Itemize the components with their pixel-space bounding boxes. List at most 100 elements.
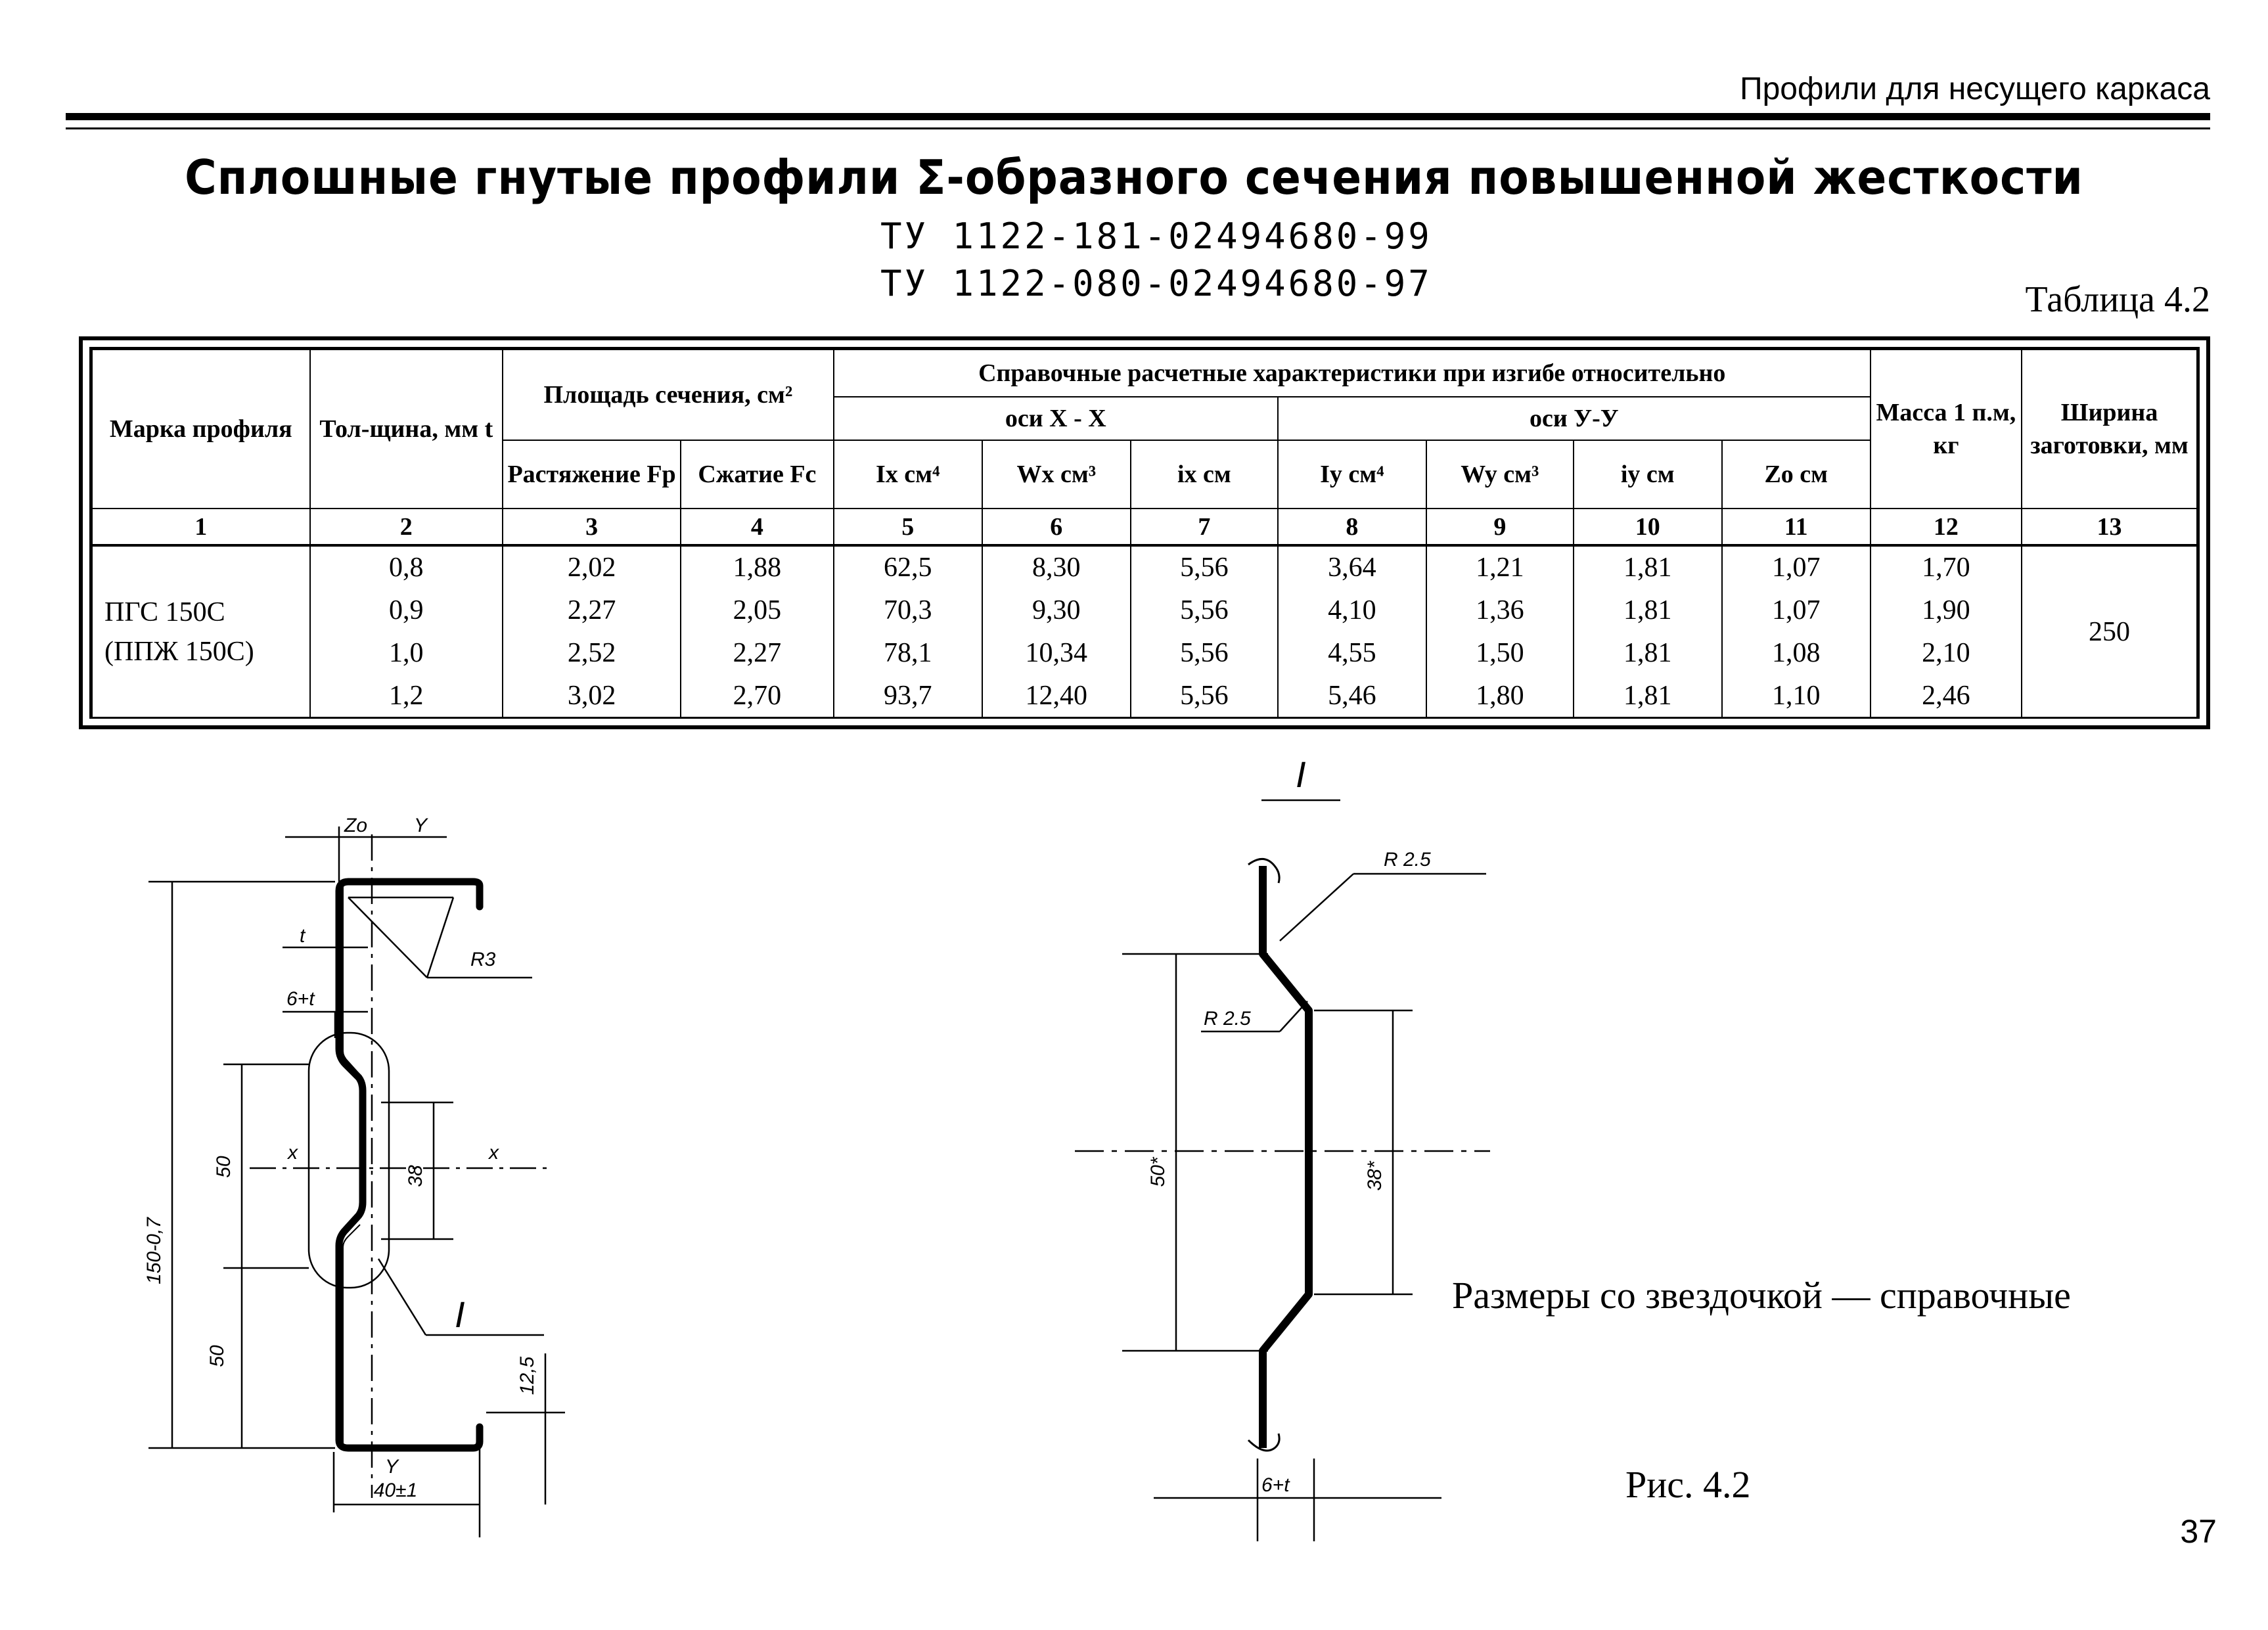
table-cell: 5,56 — [1129, 631, 1279, 675]
table-cell: 5,46 — [1277, 674, 1427, 717]
spec-tu-2: ТУ 1122-080-02494680-97 — [880, 263, 1432, 304]
label-40: 40±1 — [374, 1480, 418, 1501]
label-r25-a: R 2.5 — [1384, 849, 1431, 871]
header-axis-y: оси У-У — [1277, 396, 1871, 441]
header-ix: Ix см⁴ — [832, 440, 983, 509]
table-cell: 1,81 — [1572, 589, 1723, 632]
col-number: 1 — [91, 508, 311, 547]
table-cell: 3,02 — [502, 674, 682, 717]
table-cell: 1,2 — [309, 674, 504, 717]
label-12-5: 12,5 — [516, 1356, 538, 1395]
label-x-left: x — [286, 1142, 298, 1164]
table-cell: 1,50 — [1425, 631, 1574, 675]
label-150: 150-0,7 — [143, 1217, 165, 1284]
asterisk-note: Размеры со звездочкой — справочные — [1452, 1274, 2071, 1317]
label-x-right: x — [488, 1142, 499, 1164]
profile-mark: ПГС 150С (ППЖ 150С) — [91, 545, 311, 717]
col-number: 11 — [1721, 508, 1871, 547]
col-number: 5 — [832, 508, 983, 547]
table-cell: 1,70 — [1869, 545, 2023, 589]
table-cell: 2,46 — [1869, 674, 2023, 717]
label-detail-title: I — [1296, 754, 1306, 795]
table-cell: 4,55 — [1277, 631, 1427, 675]
label-y-top: Y — [414, 815, 428, 836]
col-number: 7 — [1129, 508, 1279, 547]
table-cell: 70,3 — [832, 589, 983, 632]
label-zo: Zo — [344, 815, 367, 836]
label-50b: 50 — [206, 1345, 228, 1367]
header-reference: Справочные расчетные характеристики при … — [832, 349, 1871, 397]
figure-caption: Рис. 4.2 — [1625, 1463, 1751, 1506]
header-width: Ширина заготовки, мм — [2021, 349, 2198, 509]
table-cell: 2,70 — [680, 674, 834, 717]
col-number: 2 — [309, 508, 504, 547]
header-wx: Wx см³ — [981, 440, 1131, 509]
table-cell: 0,9 — [309, 589, 504, 632]
table-cell: 5,56 — [1129, 545, 1279, 589]
label-38: 38 — [405, 1165, 426, 1187]
page-number: 37 — [2180, 1513, 2217, 1550]
table-cell: 2,10 — [1869, 631, 2023, 675]
header-thickness: Тол-щина, мм t — [309, 349, 504, 509]
header-axis-x: оси X - X — [832, 396, 1279, 441]
table-cell: 1,08 — [1721, 631, 1871, 675]
table-cell: 93,7 — [832, 674, 983, 717]
table-cell: 4,10 — [1277, 589, 1427, 632]
table-cell: 1,07 — [1721, 589, 1871, 632]
table-cell: 1,88 — [680, 545, 834, 589]
table-cell: 1,10 — [1721, 674, 1871, 717]
header-mass: Масса 1 п.м, кг — [1869, 349, 2023, 509]
header-tension: Растяжение Fp — [502, 440, 682, 509]
header-rule-thin — [66, 127, 2210, 129]
label-50a: 50 — [213, 1156, 235, 1178]
col-number: 6 — [981, 508, 1131, 547]
table-cell: 5,56 — [1129, 589, 1279, 632]
table-cell: 1,21 — [1425, 545, 1574, 589]
table-cell: 2,05 — [680, 589, 834, 632]
label-50-star: 50* — [1147, 1156, 1169, 1187]
blank-width: 250 — [2021, 545, 2198, 717]
table-cell: 1,81 — [1572, 674, 1723, 717]
col-number: 9 — [1425, 508, 1574, 547]
section-header: Профили для несущего каркаса — [1740, 72, 2210, 106]
table-cell: 2,02 — [502, 545, 682, 589]
header-zo: Zo см — [1721, 440, 1871, 509]
table-cell: 1,80 — [1425, 674, 1574, 717]
label-38-star: 38* — [1364, 1160, 1386, 1190]
table-cell: 1,81 — [1572, 545, 1723, 589]
header-rule-thick — [66, 113, 2210, 120]
detail-drawing — [1075, 799, 1490, 1541]
col-number: 3 — [502, 508, 682, 547]
header-ix-radius: ix см — [1129, 440, 1279, 509]
properties-table: Марка профиля Тол-щина, мм t Площадь сеч… — [91, 349, 2198, 717]
label-t: t — [300, 925, 306, 947]
label-detail-mark: I — [455, 1294, 465, 1335]
header-wy: Wy см³ — [1425, 440, 1574, 509]
table-cell: 1,36 — [1425, 589, 1574, 632]
table-cell: 78,1 — [832, 631, 983, 675]
table-cell: 1,0 — [309, 631, 504, 675]
header-compression: Сжатие Fc — [680, 440, 834, 509]
properties-table-frame: Марка профиля Тол-щина, мм t Площадь сеч… — [79, 336, 2210, 729]
profile-mark-line2: (ППЖ 150С) — [104, 636, 254, 667]
table-cell: 0,8 — [309, 545, 504, 589]
table-cell: 1,81 — [1572, 631, 1723, 675]
header-iy: Iy см⁴ — [1277, 440, 1427, 509]
spec-tu-1: ТУ 1122-181-02494680-99 — [880, 215, 1432, 257]
label-6t: 6+t — [286, 988, 315, 1010]
col-number: 12 — [1869, 508, 2023, 547]
profile-mark-line1: ПГС 150С — [104, 597, 225, 627]
cross-section — [148, 826, 565, 1537]
table-cell: 1,90 — [1869, 589, 2023, 632]
label-r3: R3 — [470, 949, 496, 970]
table-cell: 9,30 — [981, 589, 1131, 632]
table-number: Таблица 4.2 — [2025, 279, 2210, 320]
table-cell: 62,5 — [832, 545, 983, 589]
col-number: 13 — [2021, 508, 2198, 547]
table-cell: 1,07 — [1721, 545, 1871, 589]
col-number: 4 — [680, 508, 834, 547]
col-number: 8 — [1277, 508, 1427, 547]
table-cell: 10,34 — [981, 631, 1131, 675]
col-number: 10 — [1572, 508, 1723, 547]
